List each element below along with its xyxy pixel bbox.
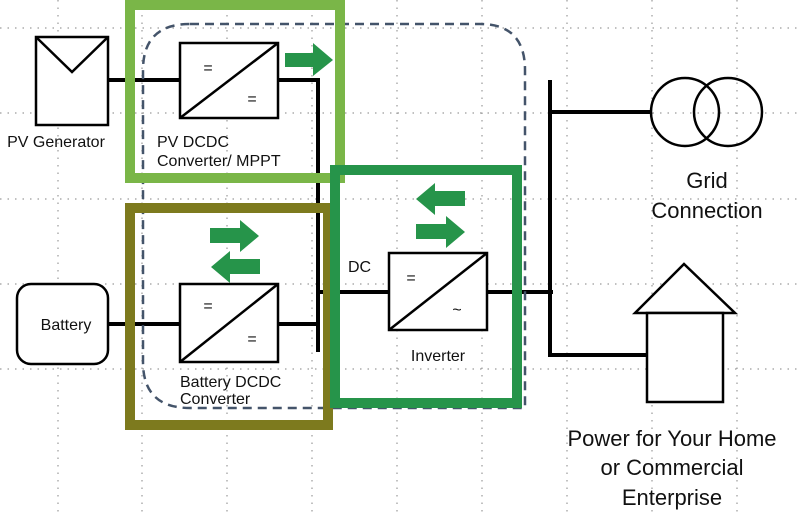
grid-label-line1: Grid — [686, 168, 728, 193]
inverter[interactable]: = ~ DC Inverter — [348, 183, 489, 365]
pv-generator-label: PV Generator — [7, 134, 106, 151]
dc-in-symbol: = — [406, 270, 415, 287]
home-load[interactable]: Power for Your Home or Commercial Enterp… — [567, 262, 777, 510]
dc-in-symbol: = — [203, 298, 212, 315]
wiring — [108, 78, 650, 357]
battery-dcdc-frame — [125, 203, 333, 430]
grid-label-line2: Connection — [651, 198, 762, 223]
solar-panel-glyph — [35, 36, 109, 74]
arrow-left-icon — [211, 251, 260, 283]
dc-bus-boundary — [141, 22, 527, 410]
battery-dcdc-converter[interactable]: = = Battery DCDC Converter — [178, 220, 281, 408]
solar-panel-icon — [34, 35, 110, 127]
inverter-label: Inverter — [411, 348, 466, 365]
inverter-diagonal — [388, 252, 488, 331]
wire-pv-dcdc-to-bus — [278, 78, 320, 352]
dc-bus-label: DC — [348, 259, 371, 276]
wire-ac-bus-to-home — [548, 292, 647, 357]
transformer-icon — [649, 76, 721, 148]
pv-dcdc-converter[interactable]: = = PV DCDC Converter/ MPPT — [157, 41, 333, 170]
load-label-line2: or Commercial — [600, 455, 743, 480]
load-label-line3: Enterprise — [622, 485, 722, 510]
arrow-right-icon — [285, 43, 333, 76]
dc-out-symbol: = — [247, 91, 256, 108]
house-icon — [631, 262, 739, 315]
dc-out-symbol: = — [247, 331, 256, 348]
inverter-frame — [330, 165, 522, 408]
battery-block — [15, 282, 110, 366]
pv-dcdc-frame — [125, 0, 345, 183]
converter-diagonal — [179, 283, 279, 363]
transformer-winding — [692, 76, 764, 148]
house-body — [645, 311, 725, 404]
arrow-right-icon — [416, 216, 465, 248]
load-label-line1: Power for Your Home — [567, 426, 776, 451]
grid-connection[interactable]: Grid Connection — [649, 76, 764, 223]
battery-dcdc-label-line1: Battery DCDC — [180, 374, 281, 391]
battery-label: Battery — [41, 317, 92, 334]
dc-in-symbol: = — [203, 60, 212, 77]
converter-diagonal — [179, 42, 279, 119]
battery-dcdc-label-line2: Converter — [180, 391, 251, 408]
pv-dcdc-label-line2: Converter/ MPPT — [157, 153, 281, 170]
arrow-right-icon — [210, 220, 259, 252]
arrow-left-icon — [416, 183, 465, 215]
pv-dcdc-label-line1: PV DCDC — [157, 134, 229, 151]
pv-generator[interactable]: PV Generator — [7, 35, 110, 151]
ac-out-symbol: ~ — [452, 302, 461, 319]
battery[interactable]: Battery — [15, 282, 110, 366]
